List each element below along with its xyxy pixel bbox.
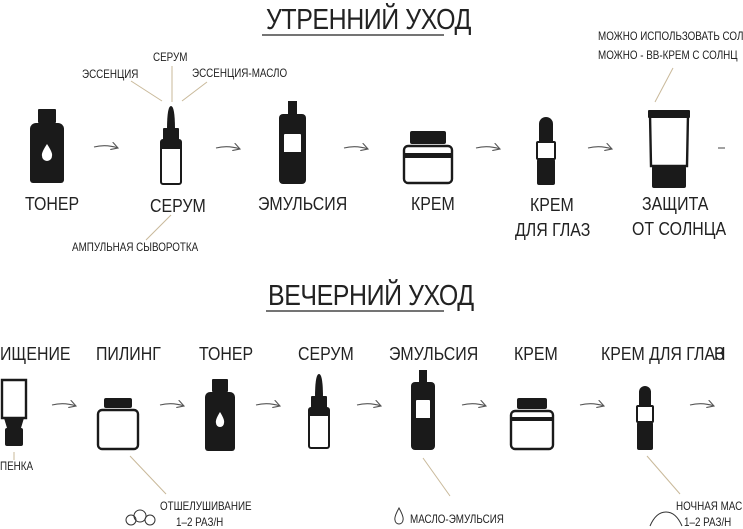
serum-dropper-icon	[160, 106, 182, 185]
evening-step-label: СЕРУМ	[298, 343, 354, 364]
toner-bottle-icon	[30, 109, 64, 183]
evening-step-label: ТОНЕР	[199, 343, 254, 364]
eye-cream-icon	[636, 386, 654, 450]
sunscreen-note-line2: МОЖНО - ВВ-КРЕМ С СОЛНЦ	[598, 48, 738, 62]
morning-step-label: ОТ СОЛНЦА	[632, 218, 727, 239]
toner-bottle-icon	[205, 379, 235, 451]
night-note-line2: 1–2 РАЗ/Н	[684, 515, 732, 529]
evening-callout-lines	[13, 452, 681, 497]
evening-step-label: КРЕМ ДЛЯ ГЛАЗ	[601, 343, 725, 364]
emulsion-note: МАСЛО-ЭМУЛЬСИЯ	[410, 512, 504, 526]
emulsion-bottle-icon	[279, 101, 306, 184]
cream-jar-icon	[509, 398, 555, 451]
morning-arrows	[93, 146, 725, 149]
evening-arrows	[51, 404, 714, 406]
emulsion-bottle-icon	[411, 370, 435, 450]
morning-step-label: ЗАЩИТА	[642, 193, 709, 214]
morning-step-label: КРЕМ	[530, 194, 574, 215]
cream-jar-icon	[402, 131, 454, 185]
peeling-note-line2: 1–2 РАЗ/Н	[176, 515, 224, 529]
evening-title: ВЕЧЕРНИЙ УХОД	[268, 280, 474, 312]
morning-step-label: СЕРУМ	[150, 195, 206, 216]
oil-drop-icon	[394, 506, 404, 525]
peeling-note-line1: ОТШЕЛУШИВАНИЕ	[160, 499, 252, 513]
evening-step-label: ЭМУЛЬСИЯ	[389, 343, 479, 364]
mask-icon	[649, 511, 683, 527]
evening-step-label: Н	[714, 343, 726, 364]
morning-step-label: КРЕМ	[411, 193, 455, 214]
evening-step-label: ПИЛИНГ	[96, 343, 161, 364]
serum-note-top: СЕРУМ	[153, 50, 188, 64]
eye-cream-icon	[536, 117, 556, 185]
serum-note-left: ЭССЕНЦИЯ	[82, 67, 139, 81]
peeling-jar-icon	[96, 398, 140, 451]
evening-step-label: КРЕМ	[514, 343, 558, 364]
foam-icon	[125, 509, 156, 526]
sunscreen-note-line1: МОЖНО ИСПОЛЬЗОВАТЬ СОЛ	[598, 29, 743, 43]
morning-step-label: ДЛЯ ГЛАЗ	[515, 219, 591, 240]
sunscreen-icon	[648, 110, 690, 188]
cleanser-icon	[0, 378, 28, 446]
night-note-line1: НОЧНАЯ МАС	[676, 499, 743, 513]
morning-step-label: ЭМУЛЬСИЯ	[258, 193, 348, 214]
morning-step-label: ТОНЕР	[25, 193, 80, 214]
serum-callout-lines	[130, 66, 674, 241]
evening-step-label: ИЩЕНИЕ	[0, 343, 71, 364]
serum-note-right: ЭССЕНЦИЯ-МАСЛО	[192, 66, 288, 80]
cleanser-note: ПЕНКА	[0, 459, 34, 473]
serum-dropper-icon	[308, 374, 330, 449]
morning-title: УТРЕННИЙ УХОД	[266, 4, 471, 36]
routine-illustration	[0, 34, 725, 527]
serum-note-bottom: АМПУЛЬНАЯ СЫВОРОТКА	[72, 240, 199, 254]
